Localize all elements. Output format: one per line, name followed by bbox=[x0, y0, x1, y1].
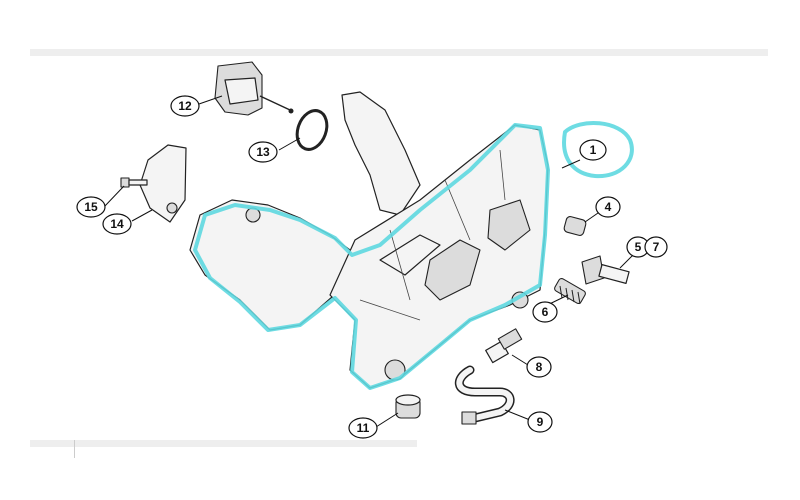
leader-lines bbox=[103, 95, 637, 428]
callout-4: 4 bbox=[595, 196, 621, 218]
part-9-hose[interactable] bbox=[454, 365, 515, 425]
callout-7: 7 bbox=[644, 236, 668, 258]
svg-text:11: 11 bbox=[357, 421, 370, 435]
callout-8: 8 bbox=[526, 356, 552, 378]
svg-text:8: 8 bbox=[536, 360, 543, 374]
svg-text:5: 5 bbox=[635, 240, 642, 254]
callout-9: 9 bbox=[527, 411, 553, 433]
part-5-7-stud[interactable] bbox=[581, 255, 630, 285]
part-4-sleeve[interactable] bbox=[563, 216, 587, 237]
part-12-assembly[interactable] bbox=[214, 61, 294, 116]
part-1-crankcase[interactable] bbox=[189, 91, 549, 389]
part-6-stud[interactable] bbox=[554, 277, 587, 305]
callout-12: 12 bbox=[170, 95, 200, 117]
callout-14: 14 bbox=[102, 213, 132, 235]
svg-text:12: 12 bbox=[178, 99, 192, 113]
svg-text:9: 9 bbox=[537, 415, 544, 429]
bottom-divider bbox=[30, 440, 417, 447]
callout-11: 11 bbox=[348, 417, 378, 439]
svg-text:4: 4 bbox=[605, 200, 612, 214]
bottom-tick bbox=[74, 440, 75, 458]
part-14-cover[interactable] bbox=[139, 144, 187, 223]
svg-text:6: 6 bbox=[542, 305, 549, 319]
callout-6: 6 bbox=[532, 301, 558, 323]
svg-text:15: 15 bbox=[84, 200, 98, 214]
svg-text:1: 1 bbox=[590, 143, 597, 157]
part-11-bushing[interactable] bbox=[395, 394, 421, 419]
svg-text:7: 7 bbox=[653, 240, 660, 254]
part-13-o-ring[interactable] bbox=[292, 106, 332, 153]
part-15-screw[interactable] bbox=[120, 177, 148, 188]
callout-15: 15 bbox=[76, 196, 106, 218]
svg-text:13: 13 bbox=[256, 145, 270, 159]
svg-text:14: 14 bbox=[110, 217, 124, 231]
callout-1: 1 bbox=[579, 139, 607, 161]
highlight-outline bbox=[193, 121, 634, 390]
top-divider bbox=[30, 49, 768, 56]
part-8-fitting[interactable] bbox=[485, 328, 523, 364]
callout-13: 13 bbox=[248, 141, 278, 163]
